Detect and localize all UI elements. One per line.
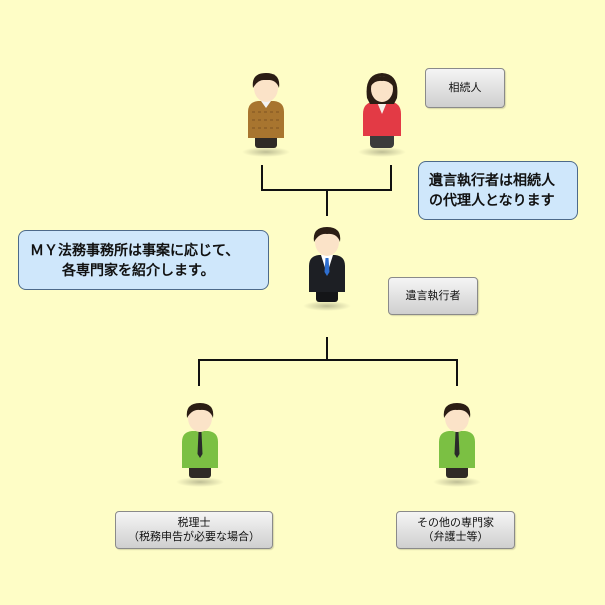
other-specialists-label: その他の専門家 （弁護士等） [396,511,515,549]
heirs-bracket-line [261,165,392,191]
executor-note-line2: の代理人となります [429,193,555,209]
heirs-label-text: 相続人 [448,81,482,94]
executor-label: 遺言執行者 [388,277,478,315]
executor-note-line1: 遺言執行者は相続人 [429,173,555,189]
tax-accountant-title: 税理士 [177,516,211,529]
executor-note-callout: 遺言執行者は相続人 の代理人となります [418,161,578,220]
male-person-icon [242,73,290,157]
specialists-connector [198,337,458,386]
male-specialist-icon [176,403,224,487]
specialists-bracket-line [198,359,458,386]
businessman-icon [303,227,351,311]
firm-note-line2: 各専門家を紹介します。 [62,263,215,279]
female-person-icon [358,73,406,157]
male-specialist-icon [433,403,481,487]
heirs-label: 相続人 [425,68,505,108]
other-specialists-examples: （弁護士等） [422,530,489,543]
heirs-connector [261,165,392,216]
other-specialists-title: その他の専門家 [417,516,494,529]
tax-accountant-label: 税理士 （税務申告が必要な場合） [115,511,273,549]
firm-note-line1: ＭＹ法務事務所は事案に応じて、 [30,243,240,259]
firm-note-callout: ＭＹ法務事務所は事案に応じて、 各専門家を紹介します。 [18,230,269,290]
executor-label-text: 遺言執行者 [405,289,461,302]
tax-accountant-condition: （税務申告が必要な場合） [128,530,260,543]
